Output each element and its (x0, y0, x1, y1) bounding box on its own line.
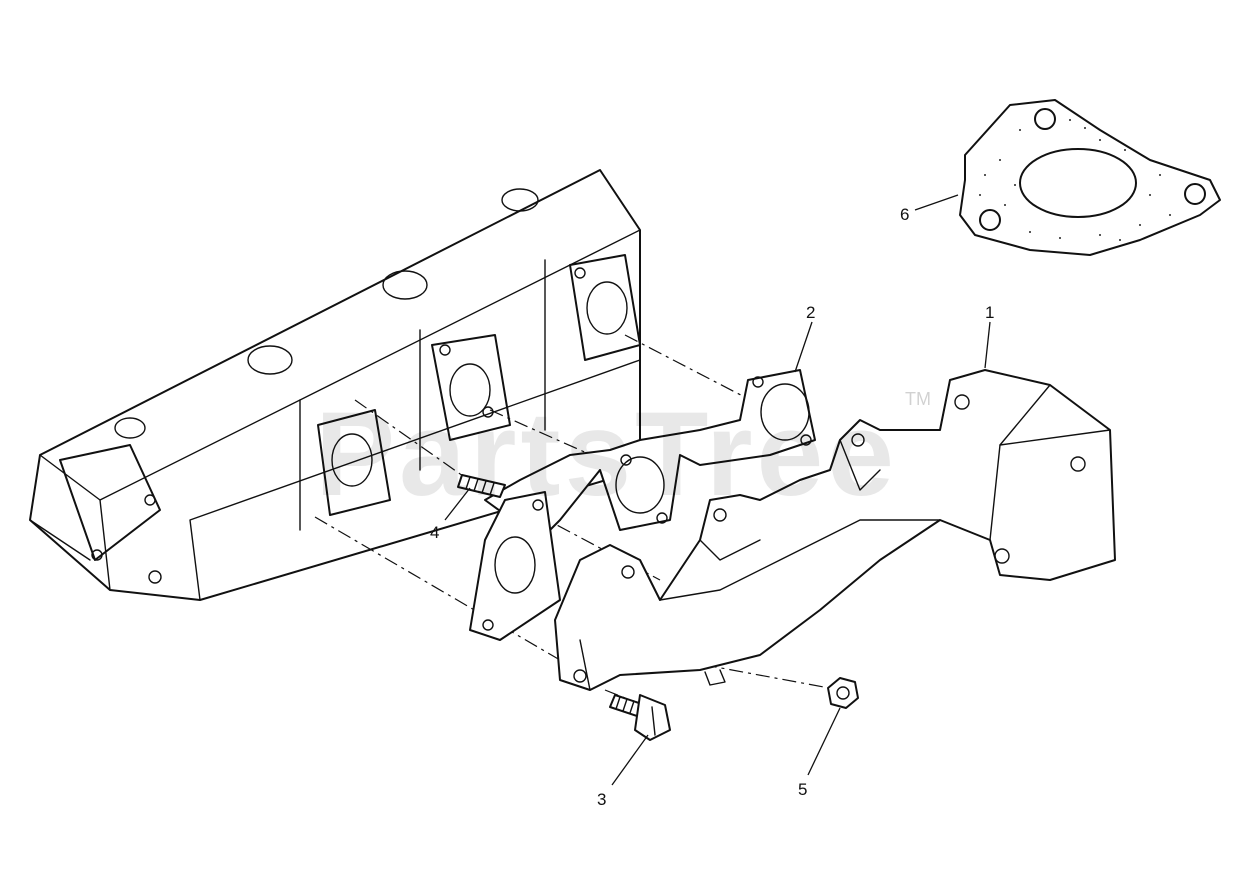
callout-1: 1 (985, 303, 994, 322)
exhaust-manifold (554, 369, 1116, 691)
gasket-manifold (484, 369, 816, 541)
callout-5: 5 (798, 780, 807, 799)
bolt (609, 694, 671, 741)
leader-lines (444, 194, 991, 786)
callout-4: 4 (430, 523, 439, 542)
stud (457, 474, 506, 498)
callout-2: 2 (806, 303, 815, 322)
nut (827, 677, 859, 709)
callout-3: 3 (597, 790, 606, 809)
cylinder-head (29, 169, 641, 601)
watermark-trademark: TM (905, 389, 931, 409)
flange-gasket (959, 99, 1221, 256)
watermark: PartsTree TM (315, 387, 931, 521)
watermark-text: PartsTree (315, 387, 898, 521)
gasket-end-port (469, 491, 561, 641)
gasket-texture (979, 119, 1171, 241)
callout-6: 6 (900, 205, 909, 224)
callout-labels: 1 2 3 4 5 6 (430, 205, 994, 809)
